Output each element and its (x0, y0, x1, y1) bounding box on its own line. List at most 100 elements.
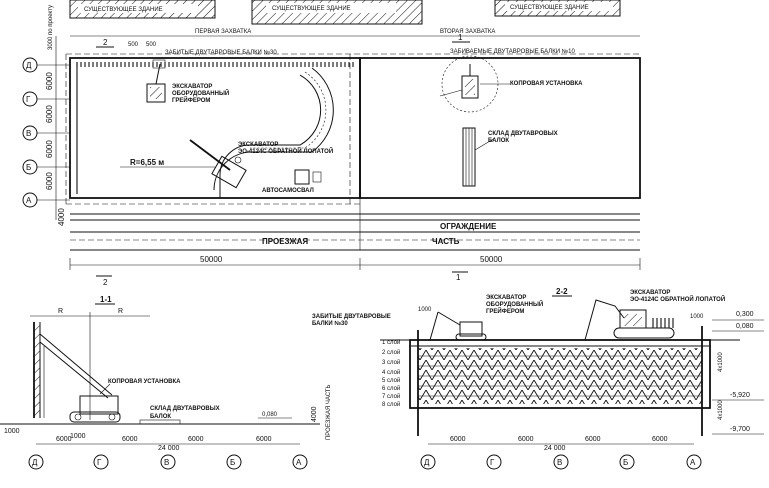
svg-text:В: В (164, 458, 169, 467)
svg-text:Б: Б (623, 458, 628, 467)
svg-text:Г: Г (490, 458, 495, 467)
svg-text:ГРЕЙФЕРОМ: ГРЕЙФЕРОМ (486, 307, 524, 315)
cut-mark-2-bottom: 2 (103, 278, 108, 287)
svg-text:6000: 6000 (45, 72, 54, 90)
svg-text:Г: Г (97, 458, 102, 467)
cut-mark-2-top: 2 (103, 38, 108, 47)
road-right-label: ЧАСТЬ (432, 237, 460, 246)
site-plan: СУЩЕСТВУЮЩЕЕ ЗДАНИЕ СУЩЕСТВУЮЩЕЕ ЗДАНИЕ … (22, 0, 641, 287)
section-1-1-title: 1-1 (100, 295, 112, 304)
level-0300: 0,300 (736, 311, 754, 318)
svg-text:БАЛКИ №30: БАЛКИ №30 (312, 320, 348, 327)
svg-text:8 слой: 8 слой (382, 401, 400, 408)
svg-text:БАЛОК: БАЛОК (150, 414, 171, 420)
dim-1000-left: 1000 (4, 428, 20, 435)
excavator-back-22-label: ЭКСКАВАТОР (630, 290, 670, 296)
total-dim-11: 24 000 (158, 445, 180, 452)
level-9700: -9,700 (730, 426, 750, 433)
dim-1000-bottom: 1000 (70, 433, 86, 440)
cut-mark-1-top: 1 (458, 33, 463, 42)
excavator-grab-22 (429, 311, 487, 341)
svg-text:6000: 6000 (45, 172, 54, 190)
total-dim-22: 24 000 (544, 445, 566, 452)
beam-store-elev-label: СКЛАД ДВУТАВРОВЫХ (150, 406, 220, 412)
depth-dim-a: 4х1000 (718, 352, 724, 372)
beam-store-label: СКЛАД ДВУТАВРОВЫХ (488, 131, 558, 137)
svg-text:6000: 6000 (45, 105, 54, 123)
svg-text:4 слой: 4 слой (382, 369, 400, 376)
pile-rig-elevation (33, 322, 121, 423)
svg-text:7 слой: 7 слой (382, 393, 400, 400)
svg-text:ЭО-4124С ОБРАТНОЙ ЛОПАТОЙ: ЭО-4124С ОБРАТНОЙ ЛОПАТОЙ (630, 295, 725, 303)
section-1-1: 1-1 R R КОПРОВАЯ УСТАНОВКА СКЛАД ДВУТАВР… (0, 295, 332, 470)
road-vertical-label: ПРОЕЗЖАЯ ЧАСТЬ (326, 384, 332, 440)
depth-dim-b: 4х1000 (718, 400, 724, 420)
svg-text:ЭО-4124С ОБРАТНОЙ ЛОПАТОЙ: ЭО-4124С ОБРАТНОЙ ЛОПАТОЙ (238, 147, 333, 155)
excavator-backhoe (189, 139, 247, 189)
svg-text:А: А (26, 196, 32, 205)
svg-text:6000: 6000 (450, 436, 466, 443)
dim-1000-right-22: 1000 (690, 314, 704, 320)
svg-text:Г: Г (26, 95, 31, 104)
svg-text:5 слой: 5 слой (382, 377, 400, 384)
dim-road-4000: 4000 (311, 406, 318, 422)
svg-text:6000: 6000 (256, 436, 272, 443)
section-2-2-axes: Д Г В Б А (420, 454, 702, 470)
svg-text:1 слой: 1 слой (382, 339, 400, 346)
svg-text:6000: 6000 (56, 436, 72, 443)
svg-text:Д: Д (26, 61, 32, 70)
excavator-back-22 (584, 299, 675, 341)
level-0080: 0,080 (262, 412, 278, 418)
svg-text:ОБОРУДОВАННЫЙ: ОБОРУДОВАННЫЙ (486, 300, 543, 308)
plan-axes: Д Г В Б А (22, 57, 70, 208)
excavator-backhoe-label: ЭКСКАВАТОР (238, 142, 278, 148)
svg-text:БАЛОК: БАЛОК (488, 138, 509, 144)
building-3-label: СУЩЕСТВУЮЩЕЕ ЗДАНИЕ (510, 5, 589, 11)
svg-text:Д: Д (32, 458, 38, 467)
beams-driving-label: ЗАБИВАЕМЫЕ ДВУТАВРОВЫЕ БАЛКИ №10 (450, 48, 575, 55)
span-dim-2: 50000 (480, 255, 503, 264)
beams-22-label: ЗАБИТЫЕ ДВУТАВРОВЫЕ (312, 314, 391, 320)
dump-truck-label: АВТОСАМОСВАЛ (262, 188, 314, 194)
svg-text:Б: Б (26, 163, 31, 172)
section-2-2-title: 2-2 (556, 287, 568, 296)
svg-text:6000: 6000 (188, 436, 204, 443)
svg-text:В: В (557, 458, 562, 467)
excavator-grab-22-label: ЭКСКАВАТОР (486, 295, 526, 301)
dim-1000-left-22: 1000 (418, 307, 432, 313)
radius-left: R (58, 308, 63, 315)
svg-text:4000: 4000 (57, 208, 66, 226)
svg-text:Д: Д (424, 458, 430, 467)
svg-text:6 слой: 6 слой (382, 385, 400, 392)
section-1-1-axes: Д Г В Б А (28, 454, 308, 470)
svg-text:А: А (690, 458, 696, 467)
section-1-title: ПЕРВАЯ ЗАХВАТКА (195, 29, 251, 35)
dim-500-a: 500 (128, 42, 139, 48)
svg-text:6000: 6000 (652, 436, 668, 443)
excavator-grab (146, 59, 166, 103)
building-1-label: СУЩЕСТВУЮЩЕЕ ЗДАНИЕ (84, 7, 163, 13)
building-2-label: СУЩЕСТВУЮЩЕЕ ЗДАНИЕ (272, 6, 351, 12)
span-dim-1: 50000 (200, 255, 223, 264)
dim-top-vertical: 3000 по проекту (48, 5, 54, 50)
svg-text:6000: 6000 (122, 436, 138, 443)
svg-text:6000: 6000 (518, 436, 534, 443)
svg-text:2 слой: 2 слой (382, 349, 400, 356)
svg-text:Б: Б (230, 458, 235, 467)
pile-rig-elev-label: КОПРОВАЯ УСТАНОВКА (108, 379, 181, 385)
level-5920: -5,920 (730, 392, 750, 399)
road-left-label: ПРОЕЗЖАЯ (262, 237, 308, 246)
svg-text:ОБОРУДОВАННЫЙ: ОБОРУДОВАННЫЙ (172, 89, 229, 97)
level-0080-22: 0,080 (736, 323, 754, 330)
haul-road (219, 74, 322, 198)
radius-right: R (118, 308, 123, 315)
fence-label: ОГРАЖДЕНИЕ (440, 222, 497, 231)
pit-section (409, 339, 711, 409)
section-2-2: 2-2 ЗАБИТЫЕ ДВУТАВРОВЫЕ БАЛКИ №30 ЭКСКАВ… (312, 287, 764, 470)
svg-text:6000: 6000 (45, 140, 54, 158)
dump-truck (294, 169, 310, 185)
section-2-title: ВТОРАЯ ЗАХВАТКА (440, 29, 495, 35)
beams-driven-label: ЗАБИТЫЕ ДВУТАВРОВЫЕ БАЛКИ №30 (165, 49, 277, 56)
dim-500-b: 500 (146, 42, 157, 48)
